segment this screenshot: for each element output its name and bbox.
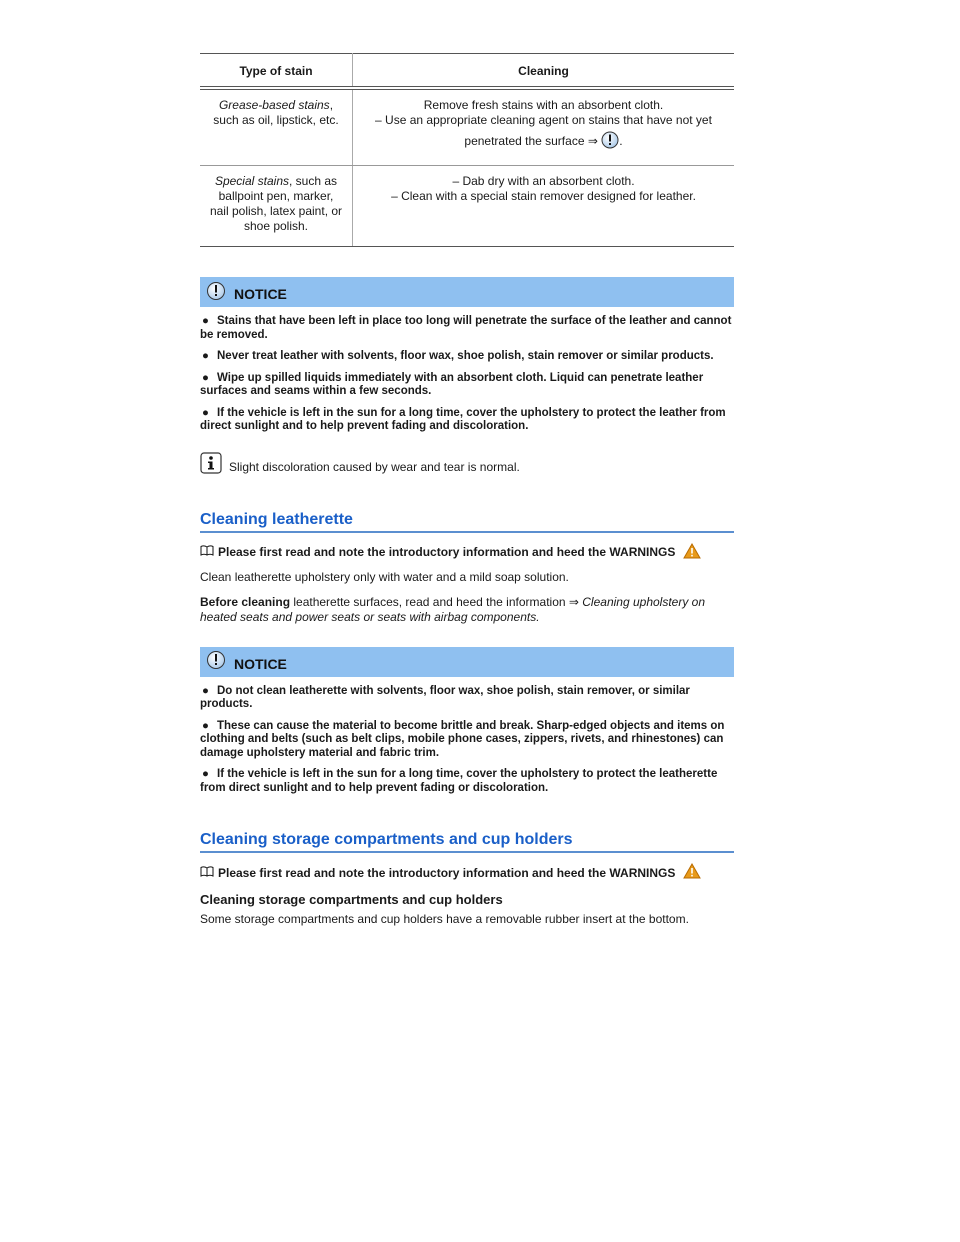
list-item: ●Stains that have been left in place too… <box>200 315 732 341</box>
notice-exclamation-icon <box>206 650 226 673</box>
info-note: Slight discoloration caused by wear and … <box>200 451 734 477</box>
cross-reference-link[interactable]: Cleaning upholstery on heated seats and … <box>200 594 706 624</box>
cleaning-cell: – Dab dry with an absorbent cloth. – Cle… <box>352 165 734 247</box>
intro-line: Please first read and note the introduct… <box>200 862 734 882</box>
paragraph: Before cleaning leatherette surfaces, re… <box>200 594 706 624</box>
intro-line: Please first read and note the introduct… <box>200 542 734 562</box>
notice-header: NOTICE <box>200 646 734 677</box>
notice-label: NOTICE <box>234 655 287 672</box>
header-type-of-stain: Type of stain <box>200 53 353 90</box>
notice-list: ●Stains that have been left in place too… <box>200 315 734 434</box>
sub-heading: Cleaning storage compartments and cup ho… <box>200 892 503 907</box>
stain-type-cell: Special stains, such as ballpoint pen, m… <box>200 165 353 247</box>
notice-box-leather: NOTICE ●Stains that have been left in pl… <box>200 277 734 434</box>
manual-page: Type of stain Cleaning Grease-based stai… <box>200 53 734 927</box>
info-icon <box>200 451 222 477</box>
notice-header: NOTICE <box>200 277 734 307</box>
list-item: ●If the vehicle is left in the sun for a… <box>200 768 718 794</box>
book-icon <box>200 865 214 880</box>
cleaning-cell: Remove fresh stains with an absorbent cl… <box>352 88 734 166</box>
section-heading-leatherette: Cleaning leatherette <box>200 511 734 533</box>
list-item: ●These can cause the material to become … <box>200 719 725 759</box>
notice-label: NOTICE <box>234 286 287 302</box>
stain-type-cell: Grease-based stains, such as oil, lipsti… <box>200 88 353 166</box>
section-heading-storage: Cleaning storage compartments and cup ho… <box>200 831 734 853</box>
header-cleaning: Cleaning <box>352 53 734 90</box>
stain-table: Type of stain Cleaning Grease-based stai… <box>200 53 734 247</box>
notice-exclamation-icon <box>206 281 226 304</box>
table-row: Grease-based stains, such as oil, lipsti… <box>200 88 734 166</box>
paragraph: Clean leatherette upholstery only with w… <box>200 569 569 584</box>
warning-triangle-icon[interactable] <box>683 862 702 882</box>
list-item: ●Wipe up spilled liquids immediately wit… <box>200 371 704 398</box>
list-item: ●Never treat leather with solvents, floo… <box>202 350 714 362</box>
book-icon <box>200 545 214 559</box>
notice-list: ●Do not clean leatherette with solvents,… <box>200 685 734 796</box>
paragraph: Some storage compartments and cup holder… <box>200 912 689 926</box>
table-row: Special stains, such as ballpoint pen, m… <box>200 165 734 247</box>
list-item: ●If the vehicle is left in the sun for a… <box>200 406 726 433</box>
table-header-row: Type of stain Cleaning <box>200 53 734 90</box>
notice-box-leatherette: NOTICE ●Do not clean leatherette with so… <box>200 646 734 796</box>
notice-exclamation-icon[interactable] <box>601 131 619 153</box>
warning-triangle-icon[interactable] <box>683 542 702 562</box>
list-item: ●Do not clean leatherette with solvents,… <box>200 684 690 711</box>
